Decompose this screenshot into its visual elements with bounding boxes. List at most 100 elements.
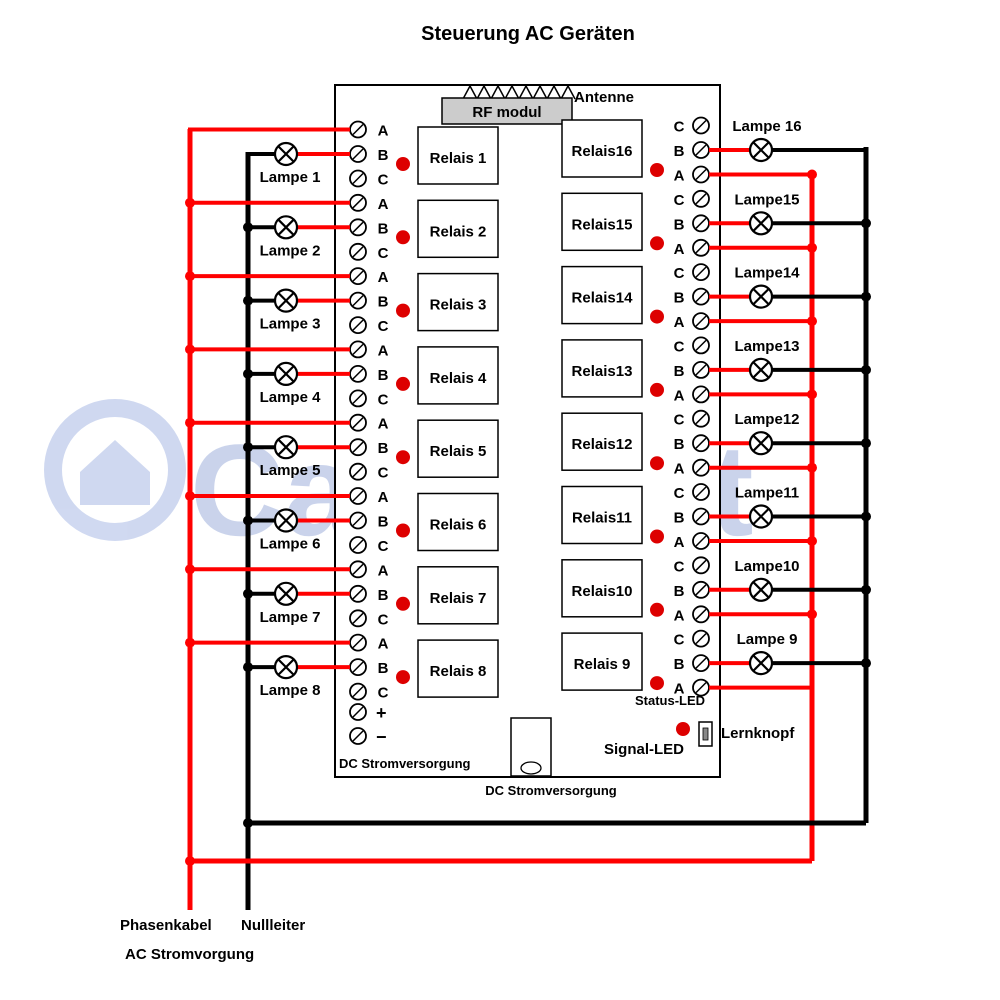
terminal-screw-slot	[352, 661, 364, 673]
terminal-label: C	[378, 391, 389, 408]
terminal-screw-slot	[352, 123, 364, 136]
terminal-label: C	[674, 485, 685, 502]
phase-top-elbow	[188, 127, 350, 132]
terminal-label: B	[378, 147, 389, 164]
relay-box	[417, 492, 499, 552]
lamp-label: Lampe 9	[737, 631, 798, 648]
terminal-screw-slot	[695, 315, 707, 327]
neutral-junction	[861, 364, 871, 375]
terminal-label: A	[378, 123, 389, 140]
terminal-screw-slot	[695, 413, 707, 425]
neutral-junction	[243, 222, 253, 233]
relay-led	[650, 676, 664, 691]
relay-led	[650, 309, 664, 324]
terminal-label: A	[378, 416, 389, 433]
neutral-junction	[861, 584, 871, 595]
terminal-screw-slot	[695, 339, 707, 351]
terminal-label: B	[378, 367, 389, 384]
terminal-screw-slot	[352, 221, 364, 233]
terminal-screw-slot	[352, 466, 364, 478]
relay-box	[561, 559, 643, 618]
dc-terminal-block: + −	[349, 703, 387, 747]
terminal-label: A	[674, 314, 685, 331]
antenna-label: Antenne	[574, 89, 634, 106]
terminal-screw-slot	[695, 242, 707, 254]
terminal-label: B	[378, 440, 389, 457]
lamp-label: Lampe14	[734, 265, 800, 282]
neutral-junction	[243, 588, 253, 599]
terminal-screw-slot	[695, 193, 707, 205]
status-led-label: Status-LED	[635, 693, 705, 708]
terminal-screw-slot	[352, 246, 364, 258]
lamp-icon-cross-b	[277, 365, 295, 383]
lamp-icon-cross-b	[277, 512, 295, 529]
neutral-junction	[243, 818, 253, 828]
relay-label: Relais 7	[430, 590, 487, 607]
lamp-label: Lampe 4	[260, 389, 322, 406]
terminal-screw-slot	[352, 417, 364, 429]
relay-box	[417, 199, 499, 259]
terminal-label: C	[674, 192, 685, 209]
relay-label: Relais12	[572, 436, 633, 453]
terminal-label: A	[674, 607, 685, 624]
diagram-title: Steuerung AC Geräten	[421, 23, 635, 45]
terminal-screw-slot	[352, 588, 364, 600]
phase-junction	[807, 242, 817, 253]
phase-junction	[185, 344, 195, 355]
relay-label: Relais16	[572, 143, 633, 160]
terminal-screw-slot	[695, 682, 707, 694]
dc-terminal-label: DC Stromversorgung	[339, 756, 471, 771]
terminal-label: B	[674, 290, 685, 307]
terminal-screw-slot	[695, 486, 707, 498]
terminal-screw-slot	[695, 364, 707, 376]
relay-label: Relais15	[572, 216, 633, 233]
neutral-junction	[861, 291, 871, 302]
terminal-screw-slot	[695, 462, 707, 474]
signal-led-label: Signal-LED	[604, 741, 684, 758]
relay-label: Relais10	[572, 583, 633, 600]
terminal-screw-slot	[352, 637, 364, 649]
phase-junction	[185, 637, 195, 648]
relay-led	[396, 230, 410, 245]
relay-box	[561, 119, 643, 178]
terminal-label: A	[378, 636, 389, 653]
phase-junction	[807, 536, 817, 546]
relay-led	[396, 376, 410, 391]
terminal-label: A	[378, 489, 389, 506]
terminal-label: B	[674, 656, 685, 673]
learn-button-label: Lernknopf	[721, 725, 795, 742]
dc-jack-label: DC Stromversorgung	[485, 783, 617, 798]
relay-box	[417, 639, 499, 698]
terminal-label: C	[674, 412, 685, 429]
lamp-label: Lampe 1	[260, 169, 321, 186]
phase-junction	[185, 271, 195, 282]
relay-box	[561, 192, 643, 252]
terminal-screw-slot	[352, 197, 364, 209]
lamp-icon-cross-b	[277, 292, 295, 309]
terminal-screw-slot	[695, 437, 707, 449]
terminal-screw-slot	[352, 392, 364, 404]
dc-minus-label: −	[376, 727, 387, 747]
lamp-icon-cross-b	[752, 581, 770, 599]
lamp-icon-cross-b	[277, 219, 295, 236]
lamp-label: Lampe 7	[260, 609, 321, 626]
terminal-screw-slot	[352, 172, 364, 185]
relay-led	[650, 236, 664, 251]
lamp-icon-cross-b	[277, 658, 295, 676]
rf-module	[441, 97, 573, 125]
lamp-label: Lampe 5	[260, 462, 321, 479]
terminal-screw-slot	[695, 388, 707, 400]
lamp-label: Lampe10	[734, 558, 799, 575]
terminal-label: A	[674, 534, 685, 551]
ac-supply-label: AC Stromvorgung	[125, 946, 254, 963]
lamp-icon-cross-b	[277, 438, 295, 456]
relay-box	[417, 566, 499, 625]
lamp-label: Lampe12	[734, 411, 799, 428]
terminal-label: C	[674, 558, 685, 575]
terminal-label: C	[674, 338, 685, 355]
terminal-label: C	[674, 632, 685, 649]
terminal-label: B	[378, 220, 389, 237]
learn-button-cap	[702, 727, 709, 741]
terminal-screw-slot	[352, 686, 364, 698]
controller-board	[334, 84, 721, 778]
